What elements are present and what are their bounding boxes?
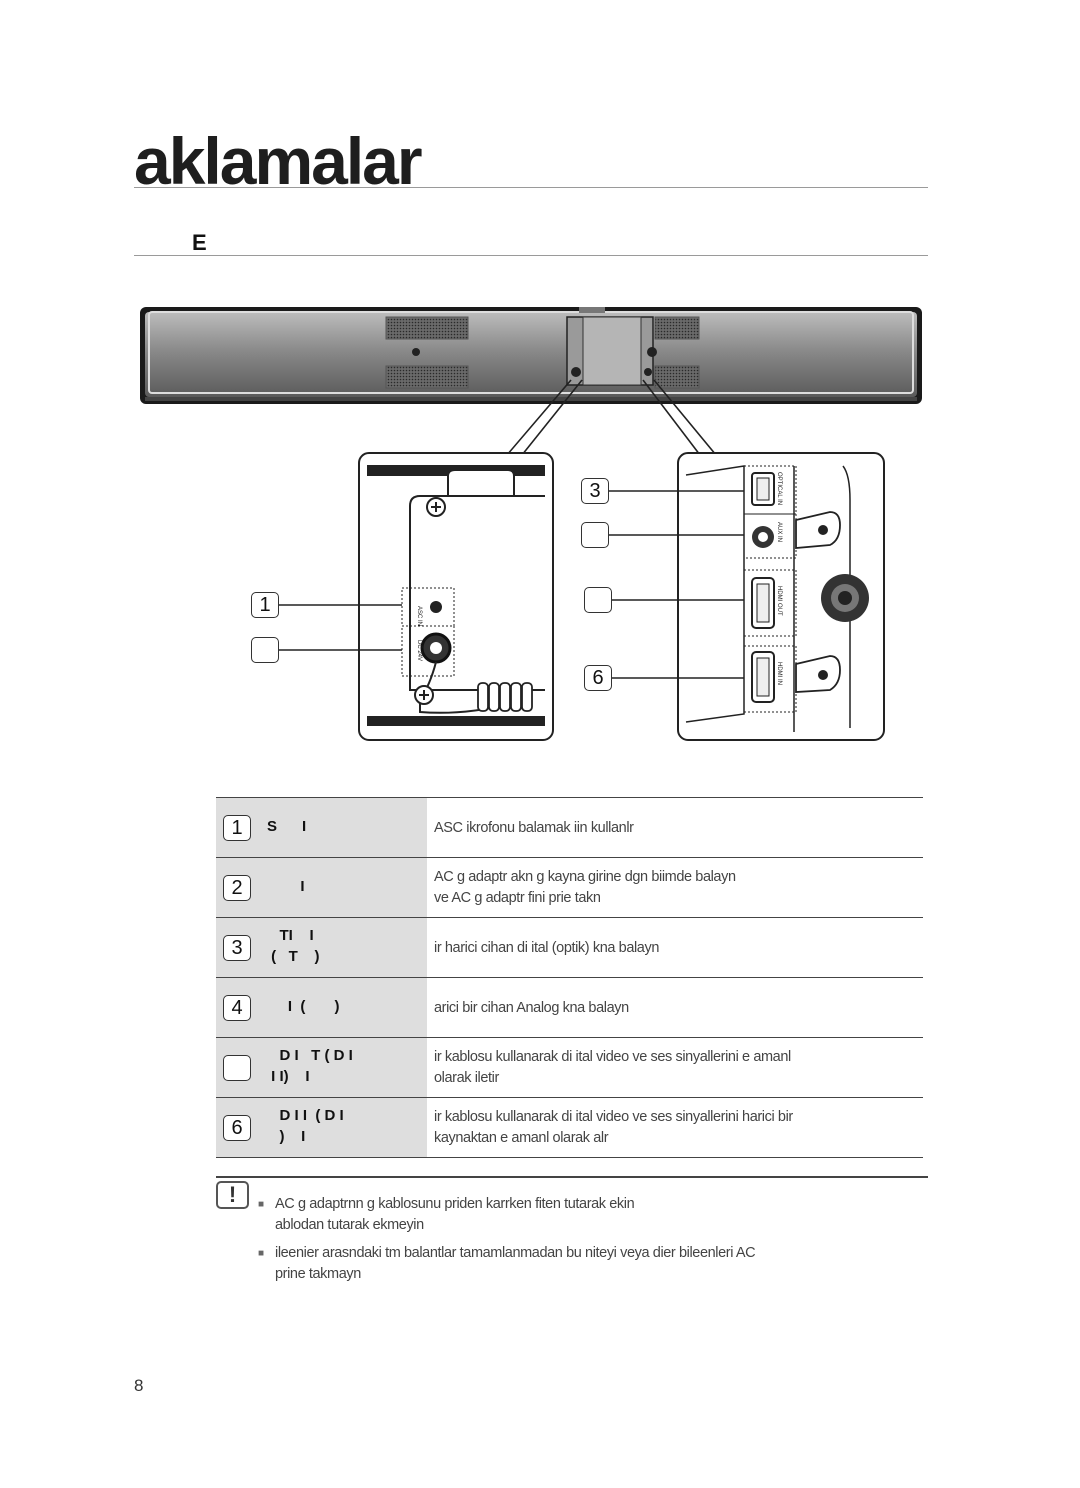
hdmi-out-port-label: HDMI OUT — [776, 586, 782, 616]
port-description: ir harici cihan di ital (optik) kna bala… — [434, 940, 659, 956]
port-name: TI I ( T ) — [271, 927, 320, 965]
callout-3: 3 — [581, 478, 609, 504]
optical-in-port-label: OPTICAL IN — [776, 472, 782, 505]
aux-in-port-label: AUX IN — [776, 522, 782, 542]
port-description: arici bir cihan Analog kna balayn — [434, 1000, 629, 1016]
page-title: aklamalar — [134, 124, 423, 198]
bullet-icon: ■ — [258, 1199, 264, 1210]
port-name: I ( ) — [267, 998, 340, 1015]
note-item: ■ ileenier arasndaki tm balantlar tamaml… — [258, 1243, 818, 1285]
table-row: 2 I AC g adaptr akn g kayna girine dgn b… — [216, 857, 923, 917]
port-description: AC g adaptr akn g kayna girine dgn biimd… — [434, 869, 736, 906]
port-description: ir kablosu kullanarak di ital video ve s… — [434, 1109, 793, 1146]
port-name: D I T ( D I I I) I — [271, 1047, 353, 1085]
page-number: 8 — [134, 1376, 144, 1395]
hdmi-in-port-label: HDMI IN — [776, 662, 782, 685]
table-row: 6 D I I ( D I ) I ir kablosu kullanarak … — [216, 1097, 923, 1158]
note-text: ileenier arasndaki tm balantlar tamamlan… — [275, 1245, 756, 1282]
port-name: D I I ( D I ) I — [279, 1107, 344, 1145]
callout-5 — [584, 587, 612, 613]
row-number — [223, 1055, 251, 1081]
table-row: 4 I ( ) arici bir cihan Analog kna balay… — [216, 977, 923, 1037]
notes-rule — [216, 1176, 928, 1178]
rear-panel-diagram: ASC IN DC 24V OPTICAL — [140, 307, 922, 741]
table-row: D I T ( D I I I) I ir kablosu kullanarak… — [216, 1037, 923, 1097]
callout-1: 1 — [251, 592, 279, 618]
table-row: 1 S I ASC ikrofonu balamak iin kullanlr — [216, 797, 923, 857]
row-number: 3 — [223, 935, 251, 961]
ports-table: 1 S I ASC ikrofonu balamak iin kullanlr … — [216, 797, 923, 1158]
dc-in-port-label: DC 24V — [416, 640, 422, 661]
port-description: ASC ikrofonu balamak iin kullanlr — [434, 820, 634, 836]
note-item: ■ AC g adaptrnn g kablosunu priden karrk… — [258, 1194, 818, 1236]
row-number: 2 — [223, 875, 251, 901]
row-number: 4 — [223, 995, 251, 1021]
port-name: I — [267, 878, 305, 895]
callout-4 — [581, 522, 609, 548]
caution-icon: ! — [216, 1181, 249, 1209]
table-row: 3 TI I ( T ) ir harici cihan di ital (op… — [216, 917, 923, 977]
bullet-icon: ■ — [258, 1248, 264, 1259]
port-name: S I — [267, 818, 307, 835]
row-number: 6 — [223, 1115, 251, 1141]
asc-in-port-label: ASC IN — [416, 606, 422, 626]
callout-6: 6 — [584, 665, 612, 691]
left-detail-panel: ASC IN DC 24V — [358, 452, 554, 741]
title-rule — [134, 187, 928, 188]
row-number: 1 — [223, 815, 251, 841]
right-detail-panel: OPTICAL IN AUX IN HDMI OUT HDMI IN — [677, 452, 885, 741]
port-description: ir kablosu kullanarak di ital video ve s… — [434, 1049, 791, 1086]
note-text: AC g adaptrnn g kablosunu priden karrken… — [275, 1196, 635, 1233]
section-title: E — [192, 230, 207, 255]
callout-2 — [251, 637, 279, 663]
soundbar-body — [140, 307, 922, 404]
section-rule — [134, 255, 928, 256]
